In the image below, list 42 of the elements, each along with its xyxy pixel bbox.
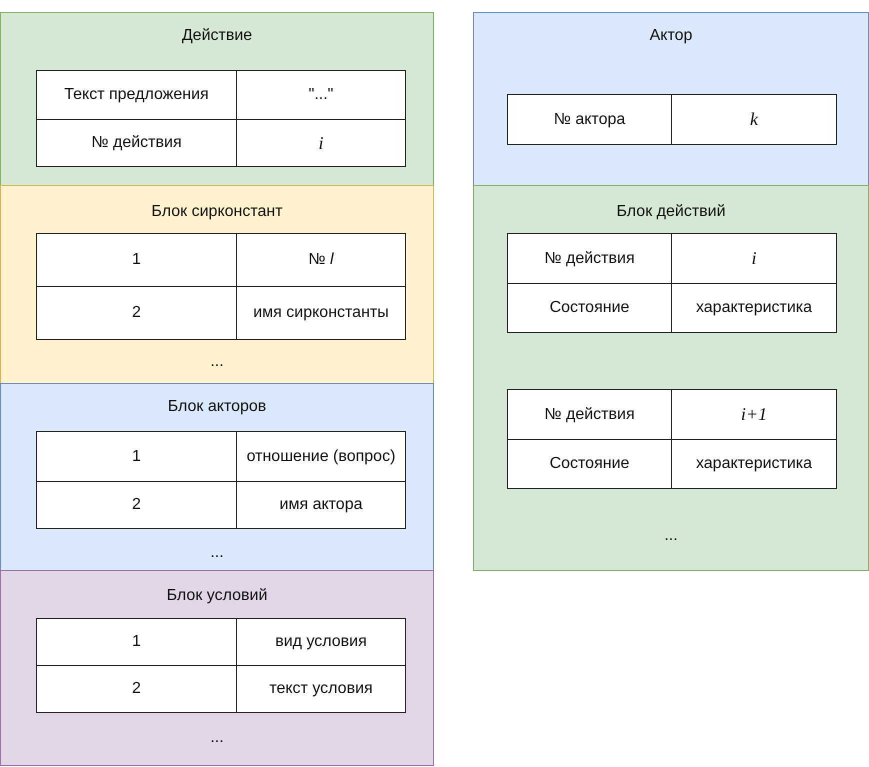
panel-heading: Действие	[180, 27, 254, 45]
section-panel	[0, 12, 434, 186]
ellipsis-text: ...	[664, 527, 678, 545]
table-cell: № действия	[36, 119, 237, 167]
section-panel	[473, 12, 869, 186]
table-cell: i+1	[671, 389, 837, 440]
section-panel	[0, 570, 434, 766]
table-cell: i	[236, 119, 406, 167]
section-panel	[473, 185, 869, 571]
table-cell: вид условия	[236, 618, 406, 666]
panel-heading: Блок акторов	[166, 398, 268, 416]
panel-heading: Блок сирконстант	[150, 203, 284, 221]
table-cell: 2	[36, 481, 237, 529]
table-cell: № действия	[507, 389, 672, 440]
table-cell: 1	[36, 233, 237, 287]
table-cell: "..."	[236, 70, 406, 120]
table-cell: характеристика	[671, 283, 837, 333]
table-cell: характеристика	[671, 439, 837, 489]
table-cell: Текст предложения	[36, 70, 237, 120]
table-cell: № действия	[507, 233, 672, 284]
table-cell: i	[671, 233, 837, 284]
table-cell: 1	[36, 431, 237, 482]
section-panel	[0, 185, 434, 384]
table-cell: № l	[236, 233, 406, 287]
table-cell: 1	[36, 618, 237, 666]
table-cell: имя сирконстанты	[236, 286, 406, 340]
table-cell: Состояние	[507, 283, 672, 333]
table-cell: 2	[36, 286, 237, 340]
ellipsis-text: ...	[210, 729, 224, 747]
ellipsis-text: ...	[210, 544, 224, 562]
panel-heading: Блок действий	[615, 203, 727, 221]
table-cell: № актора	[507, 94, 672, 145]
panel-heading: Актор	[648, 27, 694, 45]
table-cell: имя актора	[236, 481, 406, 529]
table-cell: 2	[36, 665, 237, 713]
section-panel	[0, 383, 434, 571]
ellipsis-text: ...	[210, 353, 224, 371]
table-cell: Состояние	[507, 439, 672, 489]
table-cell: текст условия	[236, 665, 406, 713]
table-cell: k	[671, 94, 837, 145]
panel-heading: Блок условий	[166, 587, 268, 605]
table-cell: отношение (вопрос)	[236, 431, 406, 482]
